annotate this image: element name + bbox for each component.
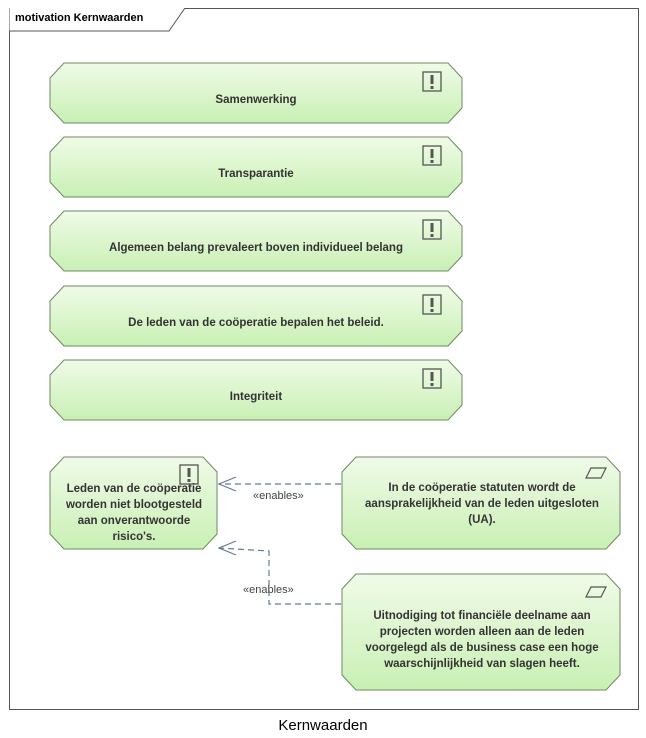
requirement-label-statuten: In de coöperatie statuten wordt de aansp… — [365, 482, 599, 526]
value-label-samenwerking: Samenwerking — [215, 94, 297, 106]
principle-box-shape[interactable] — [49, 456, 218, 550]
requirement-box-shape[interactable] — [341, 573, 621, 691]
requirement-label-uitnodiging: Uitnodiging tot financiële deelname aan … — [365, 610, 599, 670]
value-label-leden-beleid: De leden van de coöperatie bepalen het b… — [128, 317, 384, 329]
value-label-transparantie: Transparantie — [218, 168, 294, 180]
frame-tab — [9, 8, 186, 32]
enables-label: «enables» — [243, 584, 294, 596]
requirement-box-shape[interactable] — [341, 456, 621, 550]
exclamation-icon — [422, 71, 442, 92]
value-label-integriteit: Integriteit — [229, 391, 283, 403]
parallelogram-icon — [585, 586, 607, 598]
value-box-shape[interactable] — [49, 359, 463, 421]
value-label-algemeen-belang: Algemeen belang prevaleert boven individ… — [109, 242, 403, 254]
exclamation-icon — [422, 294, 442, 315]
exclamation-icon — [179, 464, 199, 485]
exclamation-icon — [422, 219, 442, 240]
value-box-shape[interactable] — [49, 285, 463, 347]
exclamation-icon — [422, 145, 442, 166]
frame-title: motivation Kernwaarden — [15, 12, 144, 24]
parallelogram-icon — [585, 467, 607, 479]
enables-label: «enables» — [253, 490, 304, 502]
diagram-frame — [9, 8, 639, 710]
value-box-shape[interactable] — [49, 210, 463, 272]
principle-label: Leden van de coöperatie worden niet bloo… — [65, 483, 203, 543]
value-box-shape[interactable] — [49, 136, 463, 198]
arrowhead-icon — [217, 476, 237, 492]
enables-connector-line[interactable] — [218, 547, 341, 605]
value-box-shape[interactable] — [49, 62, 463, 124]
exclamation-icon — [422, 368, 442, 389]
diagram-caption: Kernwaarden — [278, 717, 368, 734]
arrowhead-icon — [217, 540, 237, 556]
